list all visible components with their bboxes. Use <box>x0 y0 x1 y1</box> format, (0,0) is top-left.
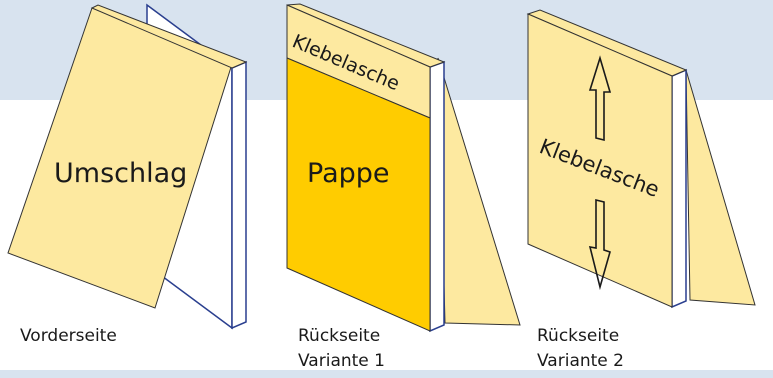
front-caption: Vorderseite <box>20 326 117 346</box>
figure-front: Umschlag Vorderseite <box>7 3 248 346</box>
footer-band <box>0 370 773 378</box>
v2-board-edge <box>671 68 687 309</box>
front-board-edge <box>231 60 247 330</box>
arrow-up-icon <box>588 55 612 142</box>
v2-caption-line1: Rückseite <box>537 326 619 346</box>
v1-caption-line2: Variante 1 <box>298 351 385 371</box>
v1-board-edge <box>429 60 445 333</box>
front-cover-top-edge <box>90 4 248 69</box>
v2-glue-flap <box>527 13 673 308</box>
arrow-down-icon <box>588 198 611 291</box>
v1-board-label: Pappe <box>307 158 390 189</box>
v2-cover-flap <box>685 69 756 306</box>
v1-caption-line1: Rückseite <box>298 326 380 346</box>
front-cover-label: Umschlag <box>54 158 187 189</box>
v2-caption-line2: Variante 2 <box>537 351 624 371</box>
v1-cardboard <box>286 57 431 332</box>
figure-back-v2: Klebelasche Rückseite Variante 2 <box>526 9 756 371</box>
figure-back-v1: Klebelasche Pappe Rückseite Variante 1 <box>286 3 521 371</box>
